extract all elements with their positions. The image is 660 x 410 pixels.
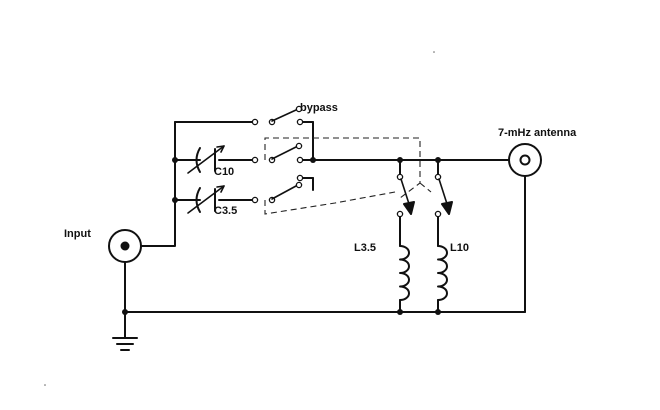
- capacitor-c35-symbol: [187, 185, 225, 214]
- wiring: [124, 121, 526, 339]
- ganging-linkage: [264, 137, 432, 215]
- c10-label: C10: [214, 166, 234, 178]
- inductor-l10-symbol: [437, 245, 448, 301]
- inductor-l35-symbol: [399, 245, 410, 301]
- bypass-label: bypass: [300, 102, 338, 114]
- inductor-switch-l10: [434, 173, 453, 218]
- scan-speck: [433, 51, 435, 53]
- band-switch: [251, 105, 314, 204]
- scan-speck: [44, 384, 46, 386]
- l35-label: L3.5: [354, 242, 376, 254]
- ground-icon: [112, 337, 138, 351]
- antenna-connector-icon: [508, 143, 542, 177]
- input-connector-icon: [108, 229, 142, 263]
- junction-dots: [122, 157, 441, 315]
- capacitor-c10-symbol: [187, 145, 225, 174]
- input-label: Input: [64, 228, 91, 240]
- l10-label: L10: [450, 242, 469, 254]
- c35-label: C3.5: [214, 205, 237, 217]
- inductor-switch-l35: [396, 173, 415, 218]
- antenna-label: 7-mHz antenna: [498, 127, 577, 139]
